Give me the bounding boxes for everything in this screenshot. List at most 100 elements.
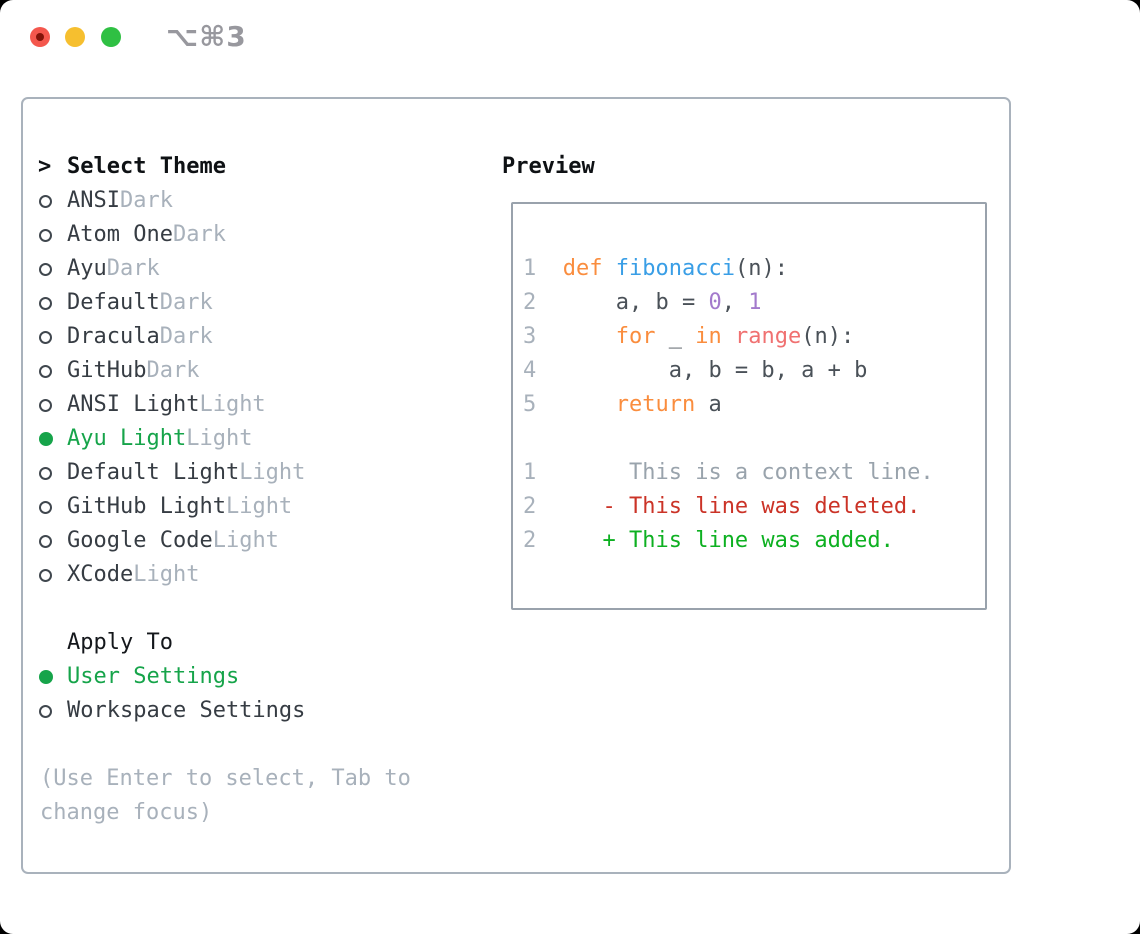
theme-option[interactable]: Google Code Light xyxy=(38,524,305,558)
code-segment: in xyxy=(695,324,722,349)
code-segment: fibonacci xyxy=(615,256,735,281)
code-segment: 3 xyxy=(523,324,563,349)
code-segment: _ xyxy=(655,324,696,349)
code-line: 1 This is a context line. xyxy=(523,456,934,490)
help-line: (Use Enter to select, Tab to xyxy=(40,766,411,791)
code-line: 2 - This line was deleted. xyxy=(523,490,934,524)
code-line: 5 return a xyxy=(523,388,934,422)
theme-variant: Light xyxy=(186,426,253,451)
option-name: Default Light xyxy=(67,460,240,485)
theme-option[interactable]: ANSI Dark xyxy=(38,184,305,218)
theme-variant: Light xyxy=(239,460,306,485)
code-segment: 2 xyxy=(523,494,563,519)
titlebar: ⌥⌘3 xyxy=(0,0,1140,97)
radio-icon xyxy=(39,466,52,480)
help-line: change focus) xyxy=(40,800,213,825)
code-segment: 1 xyxy=(523,256,563,281)
radio-icon xyxy=(39,228,52,242)
code-line: 2 a, b = 0, 1 xyxy=(523,286,934,320)
code-line: 1 def fibonacci(n): xyxy=(523,252,934,286)
code-segment: - This line was deleted. xyxy=(562,494,921,519)
radio-icon xyxy=(39,330,52,344)
preview-label: Preview xyxy=(502,154,595,179)
code-segment: a, b = xyxy=(562,290,709,315)
code-segment: 2 xyxy=(523,290,563,315)
option-name: GitHub Light xyxy=(67,494,226,519)
code-segment: (n): xyxy=(734,256,788,281)
radio-icon xyxy=(39,296,52,310)
zoom-button[interactable] xyxy=(101,27,121,47)
apply-option[interactable]: Workspace Settings xyxy=(38,694,305,728)
theme-option[interactable]: Ayu Dark xyxy=(38,252,305,286)
code-segment: 0 xyxy=(708,290,722,315)
code-segment: This is a context line. xyxy=(562,460,934,485)
option-name: Ayu Light xyxy=(67,426,187,451)
theme-select-label: Select Theme xyxy=(67,154,226,179)
code-segment: , xyxy=(721,290,749,315)
code-line xyxy=(523,422,934,456)
theme-variant: Light xyxy=(225,494,293,519)
theme-option[interactable]: Dracula Dark xyxy=(38,320,305,354)
apply-option[interactable]: User Settings xyxy=(38,660,305,694)
theme-option[interactable]: Atom One Dark xyxy=(38,218,305,252)
theme-variant: Dark xyxy=(146,358,200,383)
theme-option[interactable]: GitHub Dark xyxy=(38,354,305,388)
theme-option[interactable]: Default Dark xyxy=(38,286,305,320)
option-name: Ayu xyxy=(67,256,107,281)
theme-variant: Dark xyxy=(119,188,173,213)
theme-variant: Dark xyxy=(106,256,160,281)
code-segment: 4 xyxy=(523,358,563,383)
code-segment: def xyxy=(562,256,603,281)
radio-selected-icon xyxy=(39,670,53,684)
theme-option[interactable]: Default Light Light xyxy=(38,456,305,490)
radio-icon xyxy=(39,398,52,412)
close-button[interactable] xyxy=(30,27,50,47)
minimize-button[interactable] xyxy=(65,27,85,47)
code-segment: 5 xyxy=(523,392,563,417)
option-name: User Settings xyxy=(67,664,240,689)
radio-icon xyxy=(39,704,52,718)
apply-to-label: Apply To xyxy=(67,630,173,655)
theme-select-header: > Select Theme xyxy=(38,150,226,184)
selection-cursor-icon: > xyxy=(38,154,52,179)
code-segment xyxy=(563,324,616,349)
code-segment: a xyxy=(695,392,722,417)
help-text: (Use Enter to select, Tab to change focus… xyxy=(40,762,411,830)
code-line: 3 for _ in range(n): xyxy=(523,320,934,354)
option-name: GitHub xyxy=(67,358,147,383)
theme-variant: Light xyxy=(133,562,200,587)
window-title: ⌥⌘3 xyxy=(166,20,247,53)
theme-option[interactable]: GitHub Light Light xyxy=(38,490,305,524)
code-line: 4 a, b = b, a + b xyxy=(523,354,934,388)
theme-option[interactable]: Ayu Light Light xyxy=(38,422,305,456)
code-segment: 2 xyxy=(523,528,563,553)
code-line: 2 + This line was added. xyxy=(523,524,934,558)
theme-variant: Dark xyxy=(159,290,213,315)
option-name: ANSI Light xyxy=(67,392,200,417)
code-segment: + This line was added. xyxy=(562,528,894,553)
radio-icon xyxy=(39,364,52,378)
radio-icon xyxy=(39,568,52,582)
apply-to-header: Apply To xyxy=(38,626,305,660)
theme-option[interactable]: ANSI Light Light xyxy=(38,388,305,422)
theme-variant: Dark xyxy=(159,324,213,349)
option-name: Atom One xyxy=(67,222,173,247)
theme-option[interactable]: XCode Light xyxy=(38,558,305,592)
code-segment xyxy=(603,256,616,281)
code-segment: return xyxy=(615,392,696,417)
option-name: ANSI xyxy=(67,188,120,213)
radio-icon xyxy=(39,262,52,276)
code-segment: 1 xyxy=(748,290,762,315)
radio-icon xyxy=(39,194,52,208)
code-segment: a, b = b, a + b xyxy=(562,358,868,383)
option-name: Default xyxy=(67,290,160,315)
code-segment: (n): xyxy=(801,324,855,349)
radio-selected-icon xyxy=(39,432,53,446)
